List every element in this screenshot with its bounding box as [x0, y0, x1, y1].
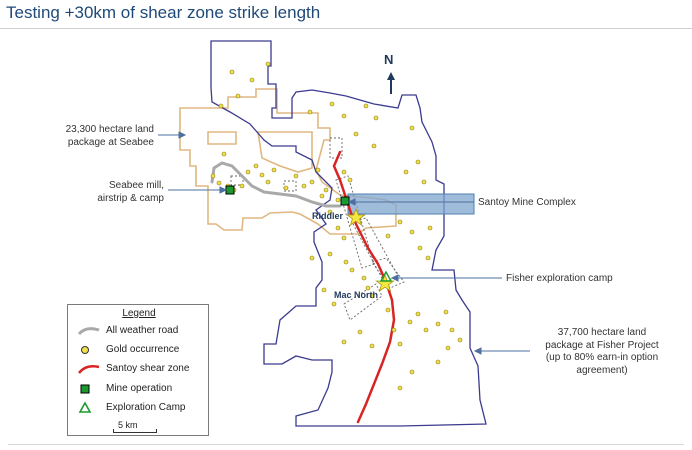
exploration-camp-icon [379, 270, 393, 282]
mac-north-star [375, 273, 395, 292]
page-title: Testing +30km of shear zone strike lengt… [6, 3, 321, 22]
scale-label: 5 km [118, 420, 138, 430]
leader-arrows [158, 131, 530, 355]
seabee-mill-line-2: airstrip & camp [97, 192, 164, 204]
camp-triangle-icon [78, 401, 92, 413]
map-legend: Legend All weather road Gold occurrence … [67, 304, 209, 436]
mac-north-label: Mac North [334, 290, 379, 300]
shear-zone-line [332, 150, 396, 424]
fisher-camp-annotation: Fisher exploration camp [506, 273, 613, 284]
riddler-label: Riddler [312, 211, 344, 221]
mine-square-icon [80, 384, 90, 394]
gold-dot-icon [81, 346, 89, 354]
fisher-package-annotation: 37,700 hectare land package at Fisher Pr… [532, 327, 672, 377]
seabee-inner-block-2 [207, 131, 237, 145]
fisher-package-line-2: package at Fisher Project [545, 339, 659, 351]
gold-occurrences [210, 61, 463, 391]
road-line-icon [78, 327, 100, 336]
legend-title: Legend [122, 308, 156, 319]
legend-label-shear: Santoy shear zone [106, 363, 190, 374]
seabee-mill-annotation: Seabee mill, airstrip & camp [60, 180, 164, 205]
north-label: N [384, 52, 394, 67]
seabee-boundary [179, 88, 397, 235]
santoy-mine-marker [340, 196, 350, 206]
fisher-package-line-1: 37,700 hectare land [557, 327, 647, 338]
shear-line-icon [78, 365, 100, 374]
legend-label-mine: Mine operation [106, 383, 173, 394]
footer-divider [8, 444, 684, 445]
seabee-package-line-1: 23,300 hectare land [65, 124, 154, 135]
seabee-mill-line-1: Seabee mill, [108, 180, 164, 191]
fisher-package-line-4: agreement) [576, 364, 628, 376]
scale-bar [113, 429, 157, 433]
santoy-annotation: Santoy Mine Complex [478, 197, 576, 208]
fisher-boundary [210, 40, 487, 427]
legend-label-road: All weather road [106, 325, 179, 336]
riddler-star [346, 207, 366, 226]
santoy-highlight-box [347, 193, 475, 215]
legend-label-camp: Exploration Camp [106, 402, 186, 413]
seabee-package-line-2: package at Seabee [67, 136, 154, 148]
title-divider [0, 28, 692, 29]
seabee-inner-block [257, 131, 313, 173]
fisher-package-line-3: (up to 80% earn-in option [545, 352, 659, 363]
legend-label-gold: Gold occurrence [106, 344, 180, 355]
north-arrow-head [387, 72, 395, 80]
seabee-package-annotation: 23,300 hectare land package at Seabee [54, 124, 154, 149]
road-line [210, 161, 342, 208]
seabee-mine-marker [225, 185, 235, 195]
